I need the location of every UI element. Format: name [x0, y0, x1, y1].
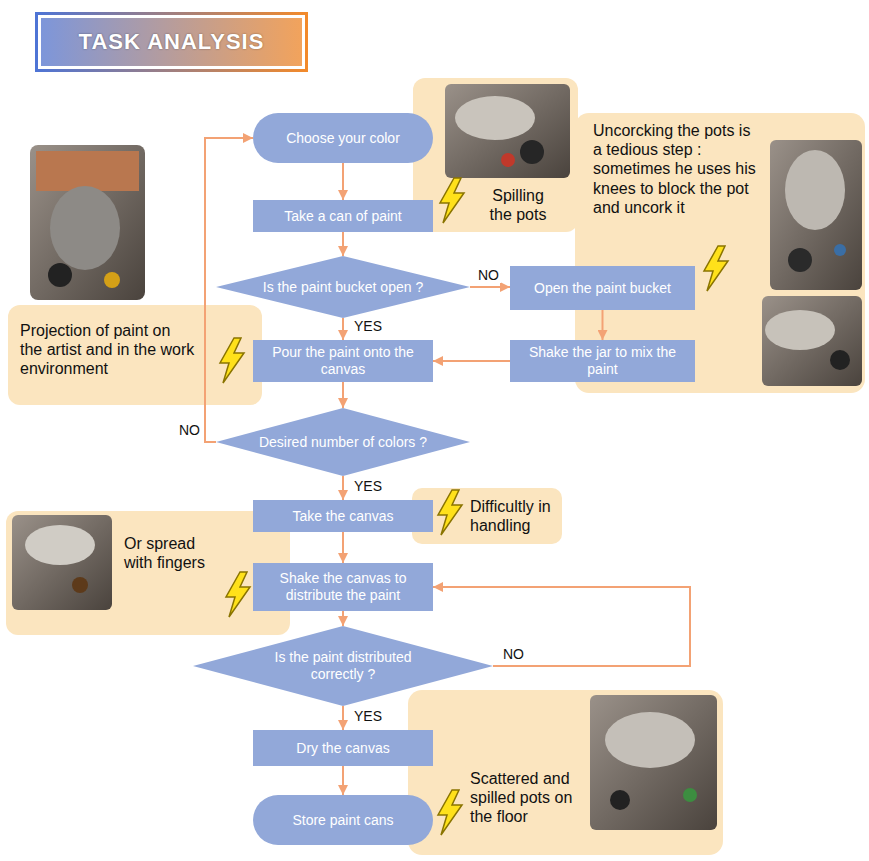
process-box: Open the paint bucket	[510, 266, 695, 310]
photo-figure	[785, 150, 845, 230]
lightning-bolt	[704, 246, 728, 291]
node-text: Is the paint distributed correctly ?	[268, 649, 419, 683]
callout-panel	[412, 488, 562, 544]
diamond-shape	[216, 256, 470, 318]
flow-arrow	[342, 382, 344, 408]
process-box: Pour the paint onto the canvas	[253, 340, 433, 382]
photo-paint	[501, 153, 515, 167]
process-box: Shake the canvas to distribute the paint	[253, 563, 433, 611]
lightning-bolt	[226, 572, 250, 617]
process-box: Take a can of paint	[253, 200, 433, 232]
callout-panel	[8, 305, 262, 405]
photo	[770, 140, 862, 290]
node-text: Difficultly in handling	[470, 497, 554, 535]
node-text: Projection of paint on the artist and in…	[20, 321, 196, 379]
title-fill: TASK ANALYSIS	[41, 18, 302, 66]
flow-arrow	[342, 706, 344, 730]
flow-arrow	[342, 476, 344, 500]
node-text: Take a can of paint	[284, 208, 402, 225]
callout-panel	[6, 511, 290, 635]
edge-label: NO	[501, 647, 526, 662]
node-text: Scattered and spilled pots on the floor	[470, 769, 578, 827]
diamond-shape	[216, 408, 470, 476]
flow-arrow	[342, 766, 344, 795]
flow-arrow	[433, 587, 690, 666]
photo-figure	[50, 186, 120, 270]
lightning-bolt	[220, 338, 244, 383]
terminal-box: Choose your color	[253, 113, 433, 163]
node-text: Shake the canvas to distribute the paint	[259, 570, 427, 604]
node-text: Choose your color	[286, 130, 400, 147]
node-text: Or spread with fingers	[124, 534, 212, 572]
node-text: Spilling the pots	[482, 186, 554, 224]
node-text: Store paint cans	[292, 812, 393, 829]
node-text: Desired number of colors ?	[258, 434, 428, 451]
terminal-box: Store paint cans	[253, 795, 433, 845]
photo-pot	[520, 140, 544, 164]
node-text: Is the paint bucket open ?	[262, 279, 424, 296]
callout-panel	[413, 78, 578, 232]
process-box: Dry the canvas	[253, 730, 433, 766]
flow-arrow	[342, 532, 344, 563]
photo	[445, 84, 570, 178]
node-text: Pour the paint onto the canvas	[259, 344, 427, 378]
edge-label: YES	[352, 479, 384, 494]
photo-pot	[830, 350, 850, 370]
lightning-bolt	[438, 490, 462, 535]
flow-arrow	[342, 163, 344, 200]
process-box: Shake the jar to mix the paint	[510, 340, 695, 382]
diamond-shape	[193, 626, 493, 706]
flow-arrow	[342, 232, 344, 256]
photo-paint	[834, 244, 846, 256]
title-badge: TASK ANALYSIS	[35, 12, 308, 72]
decision-diamond: Is the paint distributed correctly ?	[193, 626, 493, 706]
photo-figure	[455, 96, 535, 140]
photo-pot	[788, 248, 812, 272]
edge-label: YES	[352, 319, 384, 334]
node-text: Take the canvas	[292, 508, 393, 525]
photo-paint	[72, 577, 88, 593]
node-text: Shake the jar to mix the paint	[516, 344, 689, 378]
photo-paint	[104, 272, 120, 288]
lightning-bolt	[438, 790, 462, 835]
callout-box: Spilling the pots	[468, 182, 568, 228]
flow-arrow	[433, 360, 510, 362]
node-text: Dry the canvas	[296, 740, 389, 757]
photo	[762, 296, 862, 386]
flow-arrow	[470, 286, 510, 288]
flow-arrow	[342, 611, 344, 626]
edge-label: YES	[352, 709, 384, 724]
edge-label: NO	[476, 268, 501, 283]
flow-arrow	[342, 318, 344, 340]
title-text: TASK ANALYSIS	[79, 29, 265, 55]
callout-box: Or spread with fingers	[118, 530, 218, 576]
photo	[12, 515, 112, 610]
callout-panel	[408, 690, 723, 855]
photo-figure	[25, 525, 95, 565]
photo	[30, 145, 145, 300]
callout-box: Difficultly in handling	[464, 493, 560, 539]
node-text: Uncorcking the pots is a tedious step : …	[593, 121, 757, 217]
photo-canvases	[36, 151, 139, 191]
process-box: Take the canvas	[253, 500, 433, 532]
photo-figure	[765, 310, 835, 350]
edge-label: NO	[177, 423, 202, 438]
photo-pot	[48, 263, 72, 287]
decision-diamond: Desired number of colors ?	[216, 408, 470, 476]
lightning-bolt	[440, 178, 464, 223]
photo-pot	[610, 790, 630, 810]
decision-diamond: Is the paint bucket open ?	[216, 256, 470, 318]
photo	[590, 695, 717, 830]
photo-figure	[605, 712, 695, 768]
photo-paint	[683, 788, 697, 802]
node-text: Open the paint bucket	[534, 280, 671, 297]
callout-box: Uncorcking the pots is a tedious step : …	[585, 117, 765, 221]
callout-box: Scattered and spilled pots on the floor	[464, 765, 584, 831]
title-ring: TASK ANALYSIS	[38, 15, 305, 69]
flow-arrow	[602, 310, 604, 340]
callout-box: Projection of paint on the artist and in…	[14, 315, 202, 385]
